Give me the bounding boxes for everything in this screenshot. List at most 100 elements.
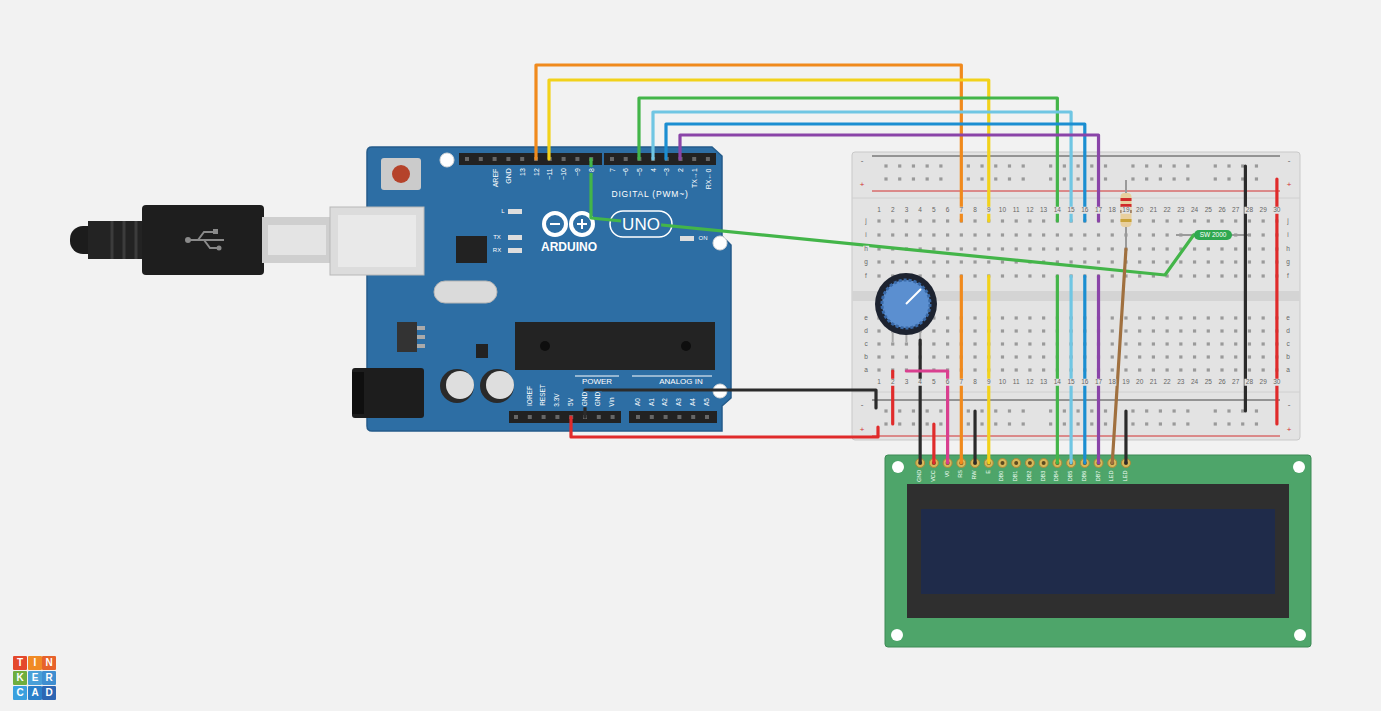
breadboard-hole [946, 329, 949, 332]
breadboard-hole [1159, 164, 1162, 167]
logo-tile: I [28, 656, 42, 670]
breadboard-index: 22 [1162, 207, 1171, 214]
breadboard-hole [1214, 409, 1217, 412]
breadboard-index: b [1285, 354, 1291, 361]
breadboard-hole [946, 247, 949, 250]
header-pin [597, 415, 601, 419]
breadboard-hole [980, 164, 983, 167]
breadboard-hole [1138, 233, 1141, 236]
breadboard-hole [1111, 368, 1114, 371]
header-pin [506, 157, 510, 161]
breadboard-hole [1063, 409, 1066, 412]
breadboard-hole [1227, 164, 1230, 167]
breadboard-index: 16 [1080, 379, 1089, 386]
breadboard-hole [946, 316, 949, 319]
wire [960, 276, 963, 463]
breadboard-hole [973, 233, 976, 236]
pin-label: DB3 [1041, 469, 1047, 482]
arduino-board [629, 411, 717, 423]
breadboard-index: 15 [1066, 207, 1075, 214]
breadboard-hole [994, 177, 997, 180]
arduino-board [632, 376, 712, 377]
breadboard-hole [1131, 422, 1134, 425]
usb-cable [268, 225, 326, 255]
pin-label: ~11 [546, 167, 553, 180]
breadboard-hole [1049, 164, 1052, 167]
breadboard-hole [1042, 342, 1045, 345]
potentiometer [875, 273, 937, 342]
breadboard-hole [973, 355, 976, 358]
header-pin [575, 157, 579, 161]
pin-label: E [986, 469, 992, 475]
breadboard-hole [1015, 342, 1018, 345]
breadboard-hole [973, 342, 976, 345]
breadboard-hole [1152, 233, 1155, 236]
arduino-board [456, 236, 487, 263]
wire [919, 340, 922, 463]
breadboard-hole [1138, 219, 1141, 222]
breadboard-hole [1111, 233, 1114, 236]
breadboard-index: 18 [1108, 207, 1117, 214]
pin-label: ~5 [636, 167, 643, 177]
breadboard-hole [932, 274, 935, 277]
breadboard-hole [1179, 316, 1182, 319]
breadboard-hole [1262, 368, 1265, 371]
wire [932, 424, 935, 463]
breadboard-hole [891, 233, 894, 236]
breadboard-index: 28 [1245, 379, 1254, 386]
breadboard-hole [919, 233, 922, 236]
breadboard-hole [946, 274, 949, 277]
breadboard-hole [1248, 355, 1251, 358]
breadboard-hole [1028, 329, 1031, 332]
lcd-pin [1000, 461, 1004, 465]
breadboard-hole [905, 260, 908, 263]
breadboard-hole [939, 422, 942, 425]
breadboard-hole [1015, 219, 1018, 222]
breadboard-hole [1022, 164, 1025, 167]
breadboard-hole [1193, 342, 1196, 345]
breadboard-index: 2 [890, 207, 896, 214]
pin-label: 3.3V [554, 392, 561, 407]
breadboard-hole [1042, 329, 1045, 332]
breadboard-hole [1090, 422, 1093, 425]
pin-label: 13 [519, 167, 526, 177]
breadboard-hole [1152, 329, 1155, 332]
breadboard-hole [1056, 247, 1059, 250]
breadboard-hole [987, 260, 990, 263]
lcd-pin [1025, 459, 1034, 468]
header-pin [555, 415, 559, 419]
breadboard-index: 25 [1204, 379, 1213, 386]
breadboard-hole [932, 342, 935, 345]
wire [639, 98, 1057, 221]
header-pin [610, 157, 614, 161]
breadboard-hole [987, 233, 990, 236]
breadboard-index: d [1285, 328, 1291, 335]
breadboard-hole [1152, 355, 1155, 358]
breadboard-hole [1262, 355, 1265, 358]
pin-label: A4 [690, 397, 697, 407]
breadboard-index: 20 [1135, 379, 1144, 386]
breadboard-hole [1173, 164, 1176, 167]
breadboard-hole [1104, 177, 1107, 180]
breadboard-hole [932, 219, 935, 222]
breadboard-index: 23 [1176, 379, 1185, 386]
board-label: POWER [581, 378, 613, 386]
breadboard-hole [1022, 409, 1025, 412]
arduino-board [446, 371, 474, 399]
breadboard-hole [905, 342, 908, 345]
breadboard-hole [1124, 329, 1127, 332]
breadboard-hole [1166, 316, 1169, 319]
arduino-board [417, 344, 425, 348]
breadboard-hole [967, 164, 970, 167]
breadboard-index: c [1285, 341, 1290, 348]
breadboard-hole [1042, 247, 1045, 250]
rail-sign: - [860, 401, 865, 409]
arduino-board [581, 219, 583, 229]
breadboard-hole [1042, 368, 1045, 371]
breadboard-hole [898, 177, 901, 180]
breadboard-hole [1179, 368, 1182, 371]
pin-label: IOREF [527, 385, 534, 407]
breadboard-hole [1001, 329, 1004, 332]
